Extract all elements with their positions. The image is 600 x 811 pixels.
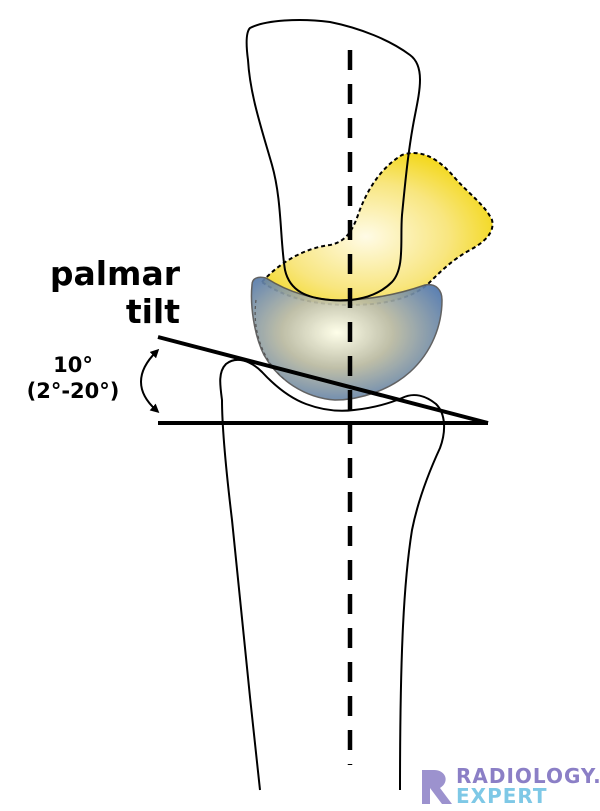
metacarpal-outline	[245, 19, 421, 302]
capitate-bone	[260, 152, 494, 307]
radiology-expert-logo-icon	[422, 770, 452, 804]
lunate-bone	[250, 276, 443, 401]
radiology-expert-logo: RADIOLOGY. EXPERT	[418, 762, 600, 808]
title-line-2: tilt	[125, 292, 180, 331]
logo-word-2: EXPERT	[456, 784, 548, 808]
angle-arrow	[140, 348, 160, 414]
radius-shaft-outline	[219, 358, 446, 791]
articular-tilt-line	[157, 335, 489, 425]
title-line-1: palmar	[49, 254, 180, 293]
angle-value: 10°	[53, 353, 93, 377]
palmar-tilt-title: palmar tilt	[30, 255, 180, 331]
angle-label: 10° (2°-20°)	[8, 352, 138, 404]
lunate-inner-contour	[254, 299, 286, 381]
logo-word-1: RADIOLOGY.	[456, 764, 600, 788]
angle-range: (2°-20°)	[26, 379, 120, 403]
